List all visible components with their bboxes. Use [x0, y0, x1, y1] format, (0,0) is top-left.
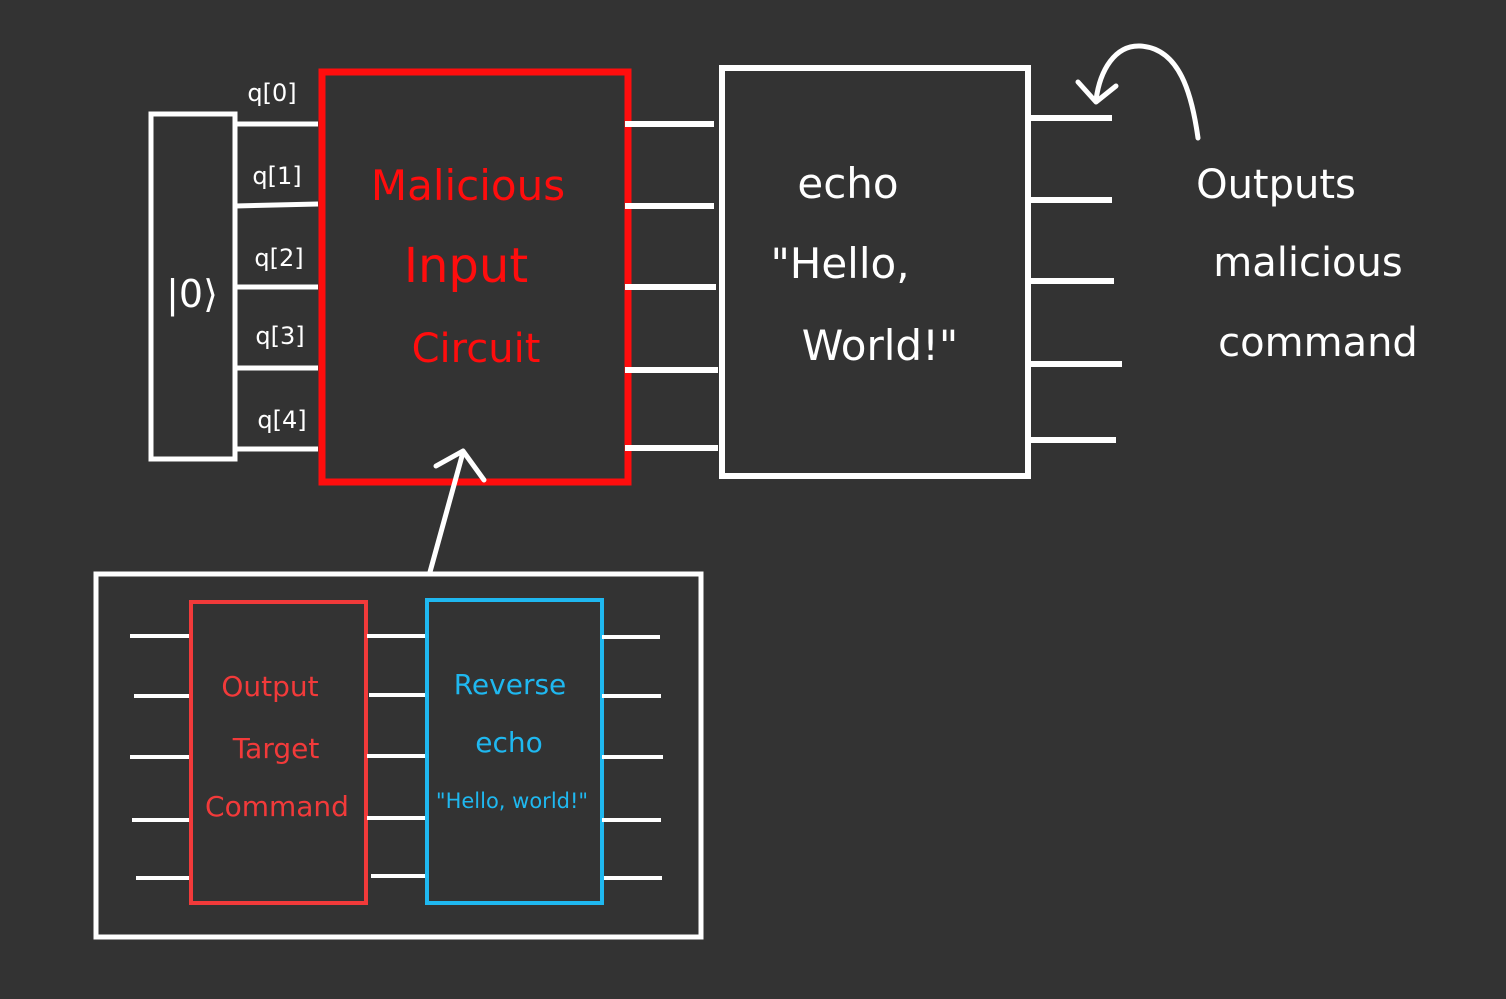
reverse-label-line-2: echo	[475, 726, 543, 759]
annotation-line-3: command	[1218, 320, 1418, 366]
malicious-label-line-3: Circuit	[412, 326, 541, 372]
malicious-circuit-box	[318, 68, 632, 486]
detail-arrow	[427, 453, 465, 575]
detail-container-box	[93, 571, 704, 940]
annotation-line-2: malicious	[1213, 240, 1402, 286]
echo-label-line-3: World!"	[802, 321, 959, 370]
target-command-box	[189, 600, 368, 905]
qubit-label-4: q[4]	[257, 406, 306, 434]
annotation-arrowhead	[1075, 79, 1119, 105]
reverse-echo-box	[425, 598, 604, 905]
target-label-line-1: Output	[221, 670, 318, 703]
init-state-label: |0⟩	[166, 272, 218, 317]
reverse-label-line-1: Reverse	[454, 668, 567, 701]
annotation-arrow	[1093, 43, 1201, 141]
qubit-label-1: q[1]	[252, 162, 301, 190]
qubit-label-3: q[3]	[255, 322, 304, 350]
target-label-line-2: Target	[232, 732, 320, 765]
echo-circuit-box	[719, 65, 1031, 479]
qubit-label-2: q[2]	[254, 244, 303, 272]
detail-arrowhead	[433, 448, 487, 483]
target-label-line-3: Command	[205, 790, 349, 823]
malicious-label-line-1: Malicious	[371, 161, 565, 210]
echo-label-line-2: "Hello,	[770, 239, 909, 288]
echo-label-line-1: echo	[797, 159, 898, 208]
malicious-label-line-2: Input	[404, 238, 528, 294]
qubit-wire-1	[234, 201, 319, 209]
qubit-label-0: q[0]	[247, 79, 296, 107]
annotation-line-1: Outputs	[1196, 162, 1356, 208]
reverse-label-line-3: "Hello, world!"	[436, 789, 588, 813]
